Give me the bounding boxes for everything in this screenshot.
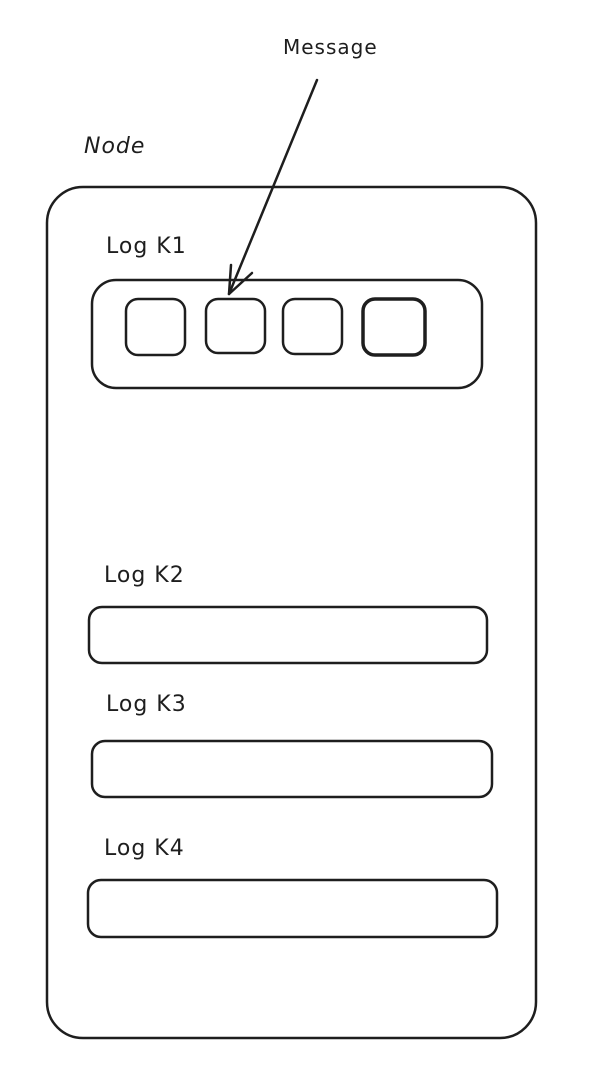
log-k1-message-2 [204, 297, 267, 355]
log-k1-message-1 [124, 297, 187, 357]
log-k3-box [90, 739, 494, 799]
message-arrow [227, 78, 319, 296]
node-container [45, 185, 538, 1040]
log-k1-message-3 [281, 297, 344, 356]
log-k3-label: Log K3 [106, 692, 187, 717]
message-arrow-shaft [227, 78, 319, 296]
node-title: Node [84, 134, 146, 159]
log-k1-box [90, 278, 484, 390]
log-k4-label: Log K4 [104, 836, 185, 861]
message-arrow-head [227, 263, 254, 296]
log-k1-message-4 [361, 297, 427, 357]
log-k2-box [87, 605, 489, 665]
log-k1-label: Log K1 [106, 234, 187, 259]
log-k4-box [86, 878, 499, 939]
log-k2-label: Log K2 [104, 563, 185, 588]
message-label: Message [283, 35, 378, 59]
